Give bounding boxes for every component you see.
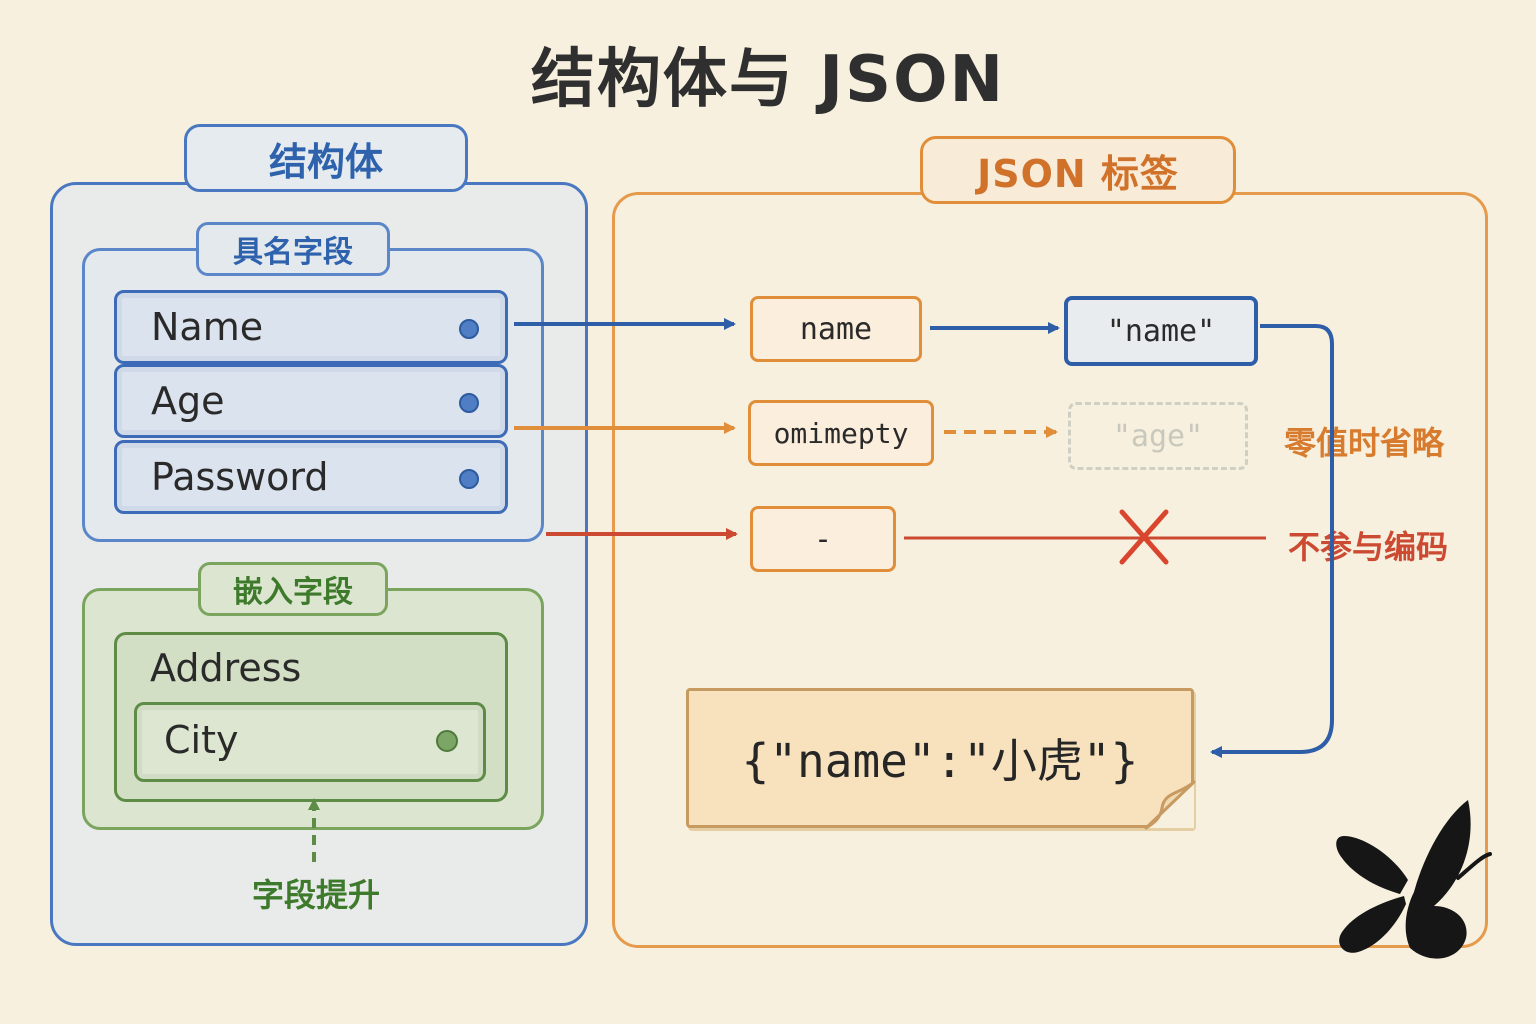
field-dot-icon bbox=[459, 319, 479, 339]
json-key-name: "name" bbox=[1064, 296, 1258, 366]
tag-skip: - bbox=[750, 506, 896, 572]
field-name: Name bbox=[114, 290, 508, 364]
field-label: Password bbox=[151, 455, 329, 499]
field-label: Age bbox=[151, 379, 225, 423]
json-result: {"name":"小虎"} bbox=[686, 688, 1194, 828]
field-dot-icon bbox=[459, 469, 479, 489]
field-promotion-note: 字段提升 bbox=[251, 876, 380, 914]
page-fold-icon bbox=[1144, 780, 1196, 830]
struct-heading: 结构体 bbox=[184, 124, 468, 192]
json-heading: JSON 标签 bbox=[920, 136, 1236, 204]
field-age: Age bbox=[114, 364, 508, 438]
butterfly-logo-icon bbox=[1336, 800, 1492, 959]
address-label: Address bbox=[150, 646, 302, 690]
tag-name: name bbox=[750, 296, 922, 362]
page-title: 结构体与 JSON bbox=[530, 43, 1006, 117]
embedded-fields-heading: 嵌入字段 bbox=[198, 562, 388, 616]
city-field bbox=[134, 702, 486, 782]
tag-omitempty: omimepty bbox=[748, 400, 934, 466]
field-password: Password bbox=[114, 440, 508, 514]
city-label: City bbox=[164, 718, 239, 762]
field-dot-icon bbox=[436, 730, 458, 752]
json-key-age: "age" bbox=[1068, 402, 1248, 470]
field-dot-icon bbox=[459, 393, 479, 413]
omit-note: 零值时省略 bbox=[1284, 424, 1445, 462]
field-label: Name bbox=[151, 305, 264, 349]
named-fields-heading: 具名字段 bbox=[196, 222, 390, 276]
skip-note: 不参与编码 bbox=[1288, 528, 1449, 566]
